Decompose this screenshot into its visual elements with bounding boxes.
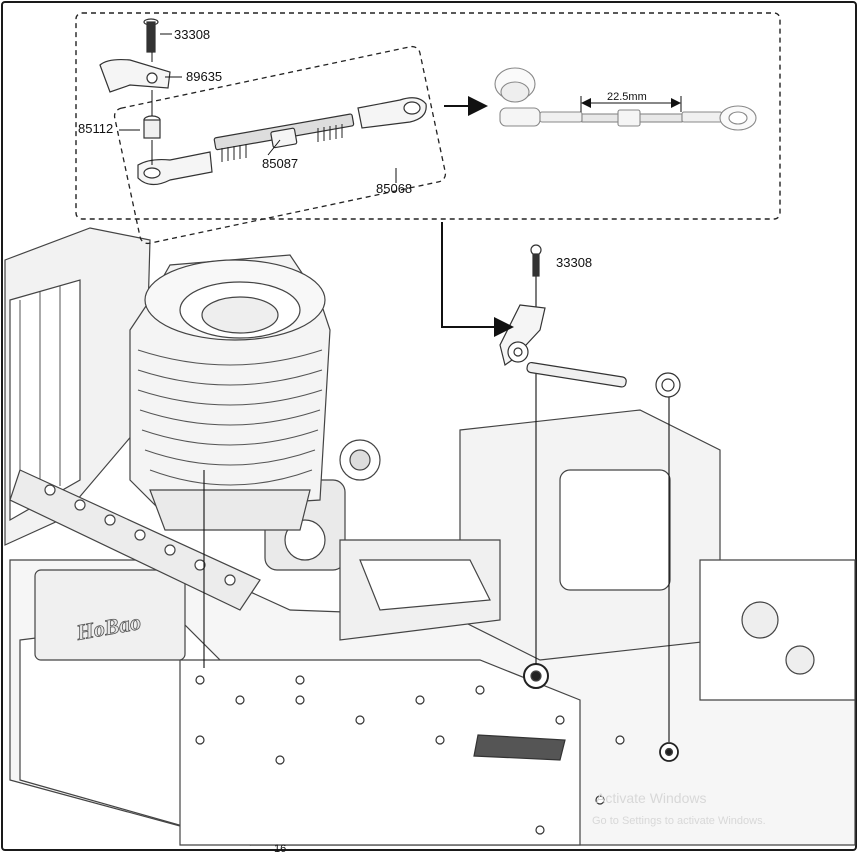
dimension-label: 22.5mm <box>607 91 647 103</box>
part-label-linkage-set: 85068 <box>376 181 412 196</box>
leader-lines <box>119 33 397 183</box>
rod-assembly-box <box>113 45 447 245</box>
dimension-line <box>580 96 682 112</box>
chassis-illustration <box>4 227 856 846</box>
page-number: 16 <box>274 843 286 855</box>
watermark-title: Activate Windows <box>596 790 706 806</box>
main-linkage <box>499 244 681 398</box>
exploded-parts <box>99 18 427 186</box>
main-label-screw: 33308 <box>556 255 592 270</box>
callout-arrow-down <box>441 222 514 337</box>
watermark-subtitle: Go to Settings to activate Windows. <box>592 815 766 827</box>
engine <box>129 254 331 531</box>
part-label-rod: 85087 <box>262 156 298 171</box>
assembled-preview <box>494 67 757 131</box>
guide-lines <box>203 275 670 742</box>
part-label-screw: 33308 <box>174 27 210 42</box>
part-label-arm: 89635 <box>186 69 222 84</box>
part-label-ball: 85112 <box>78 121 113 136</box>
callout-box <box>75 12 781 220</box>
